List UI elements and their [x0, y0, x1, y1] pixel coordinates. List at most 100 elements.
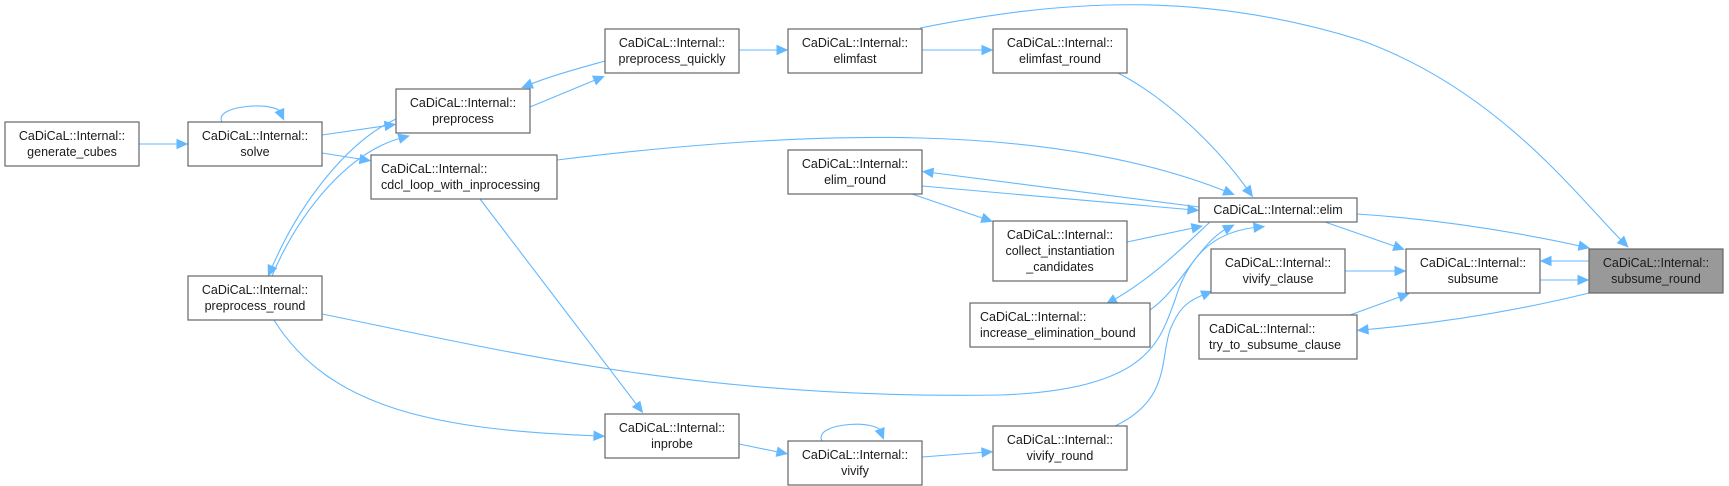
node-box[interactable] [787, 440, 923, 486]
edge-subsume-round-to-subsume [1539, 255, 1589, 267]
node-box[interactable] [370, 154, 558, 200]
edge-subsume-round-to-try-to-subsume-clause [1356, 292, 1590, 335]
node-cdcl-loop-with-inprocessing[interactable]: CaDiCaL::Internal::cdcl_loop_with_inproc… [370, 154, 558, 200]
node-label-line: vivify_clause [1243, 272, 1314, 286]
edge-line [529, 77, 601, 108]
edge-generate-cubes-to-solve [139, 138, 189, 150]
edge-elim-round-to-collect-instantiation-candidates [911, 193, 993, 223]
edge-line [1361, 292, 1590, 331]
node-label-line: subsume [1448, 272, 1499, 286]
node-box[interactable] [604, 413, 740, 459]
node-label-line: CaDiCaL::Internal:: [1603, 256, 1709, 270]
edge-elim-to-subsume [1324, 221, 1405, 251]
edge-vivify-to-vivify [820, 423, 885, 442]
edge-line [911, 193, 989, 221]
node-label-line: preprocess [432, 112, 494, 126]
nodes-layer: CaDiCaL::Internal::generate_cubesCaDiCaL… [4, 28, 1724, 486]
node-box[interactable] [187, 275, 323, 321]
node-box[interactable] [1210, 248, 1346, 294]
edge-subsume-to-subsume-round [1540, 274, 1590, 286]
edge-arrowhead-icon [981, 447, 994, 458]
edge-collect-instantiation-candidates-to-elim [1126, 223, 1204, 243]
node-box[interactable] [604, 28, 740, 74]
edge-line [269, 118, 397, 273]
edge-solve-to-cdcl-loop-with-inprocessing [321, 152, 372, 165]
node-box[interactable] [395, 88, 531, 134]
node-preprocess-quickly[interactable]: CaDiCaL::Internal::preprocess_quickly [604, 28, 740, 74]
edge-preprocess-round-to-inprobe [273, 319, 606, 442]
node-elimfast-round[interactable]: CaDiCaL::Internal::elimfast_round [992, 28, 1128, 74]
edge-preprocess-quickly-to-preprocess [521, 60, 606, 89]
node-generate-cubes[interactable]: CaDiCaL::Internal::generate_cubes [4, 121, 140, 167]
node-box[interactable] [992, 425, 1128, 471]
edge-arrowhead-icon [591, 75, 605, 86]
node-subsume-round[interactable]: CaDiCaL::Internal::subsume_round [1588, 248, 1724, 294]
edge-line [738, 443, 784, 454]
edge-arrowhead-icon [383, 120, 397, 132]
edge-line [921, 451, 989, 458]
edge-arrowhead-icon [593, 430, 606, 442]
node-box[interactable] [992, 220, 1128, 282]
edge-line [820, 423, 883, 442]
node-elim[interactable]: CaDiCaL::Internal::elim [1198, 197, 1358, 223]
edge-arrowhead-icon [1397, 292, 1410, 303]
node-label-line: cdcl_loop_with_inprocessing [381, 178, 540, 192]
node-box[interactable] [4, 121, 140, 167]
edges-layer [139, 4, 1629, 458]
node-inprobe[interactable]: CaDiCaL::Internal::inprobe [604, 413, 740, 459]
node-collect-instantiation-candidates[interactable]: CaDiCaL::Internal::collect_instantiation… [992, 220, 1128, 282]
edge-elim-to-elim-round [921, 167, 1200, 208]
edge-arrowhead-icon [176, 138, 189, 150]
node-box[interactable] [969, 302, 1151, 348]
node-box[interactable] [787, 28, 923, 74]
edge-line [1349, 294, 1406, 316]
node-vivify-clause[interactable]: CaDiCaL::Internal::vivify_clause [1210, 248, 1346, 294]
node-preprocess[interactable]: CaDiCaL::Internal::preprocess [395, 88, 531, 134]
node-increase-elimination-bound[interactable]: CaDiCaL::Internal::increase_elimination_… [969, 302, 1151, 348]
node-label-line: CaDiCaL::Internal:: [802, 448, 908, 462]
edge-arrowhead-icon [1190, 223, 1204, 234]
node-label-line: vivify_round [1027, 449, 1094, 463]
node-vivify-round[interactable]: CaDiCaL::Internal::vivify_round [992, 425, 1128, 471]
node-try-to-subsume-clause[interactable]: CaDiCaL::Internal::try_to_subsume_clause [1198, 314, 1358, 360]
edge-line [921, 185, 1195, 211]
edge-line [919, 4, 1626, 245]
edge-arrowhead-icon [1253, 222, 1266, 233]
node-label-line: solve [240, 145, 269, 159]
node-box[interactable] [1198, 197, 1358, 223]
edge-line [321, 124, 392, 136]
node-box[interactable] [1198, 314, 1358, 360]
edge-solve-to-preprocess [321, 120, 397, 136]
node-box[interactable] [992, 28, 1128, 74]
edge-line [479, 198, 641, 410]
node-label-line: subsume_round [1611, 272, 1701, 286]
node-preprocess-round[interactable]: CaDiCaL::Internal::preprocess_round [187, 275, 323, 321]
edge-arrowhead-icon [980, 212, 993, 223]
edge-elimfast-round-to-elim [1117, 72, 1254, 198]
edge-cdcl-loop-with-inprocessing-to-inprobe [479, 198, 644, 414]
edge-elim-round-to-elim [921, 185, 1200, 215]
node-box[interactable] [1588, 248, 1724, 294]
node-vivify[interactable]: CaDiCaL::Internal::vivify [787, 440, 923, 486]
edge-arrowhead-icon [1616, 235, 1629, 248]
node-box[interactable] [1405, 248, 1541, 294]
node-label-line: generate_cubes [27, 145, 117, 159]
edge-elim-to-subsume-round [1356, 213, 1591, 251]
node-elimfast[interactable]: CaDiCaL::Internal::elimfast [787, 28, 923, 74]
node-solve[interactable]: CaDiCaL::Internal::solve [187, 121, 323, 167]
node-box[interactable] [187, 121, 323, 167]
node-elim-round[interactable]: CaDiCaL::Internal::elim_round [787, 149, 923, 195]
node-subsume[interactable]: CaDiCaL::Internal::subsume [1405, 248, 1541, 294]
edge-line [1324, 221, 1401, 249]
node-box[interactable] [787, 149, 923, 195]
edge-line [1126, 226, 1199, 243]
edge-arrowhead-icon [397, 133, 411, 144]
node-label-line: CaDiCaL::Internal::elim [1213, 203, 1342, 217]
edge-line [271, 136, 406, 277]
edge-elimfast-to-subsume-round [919, 4, 1629, 248]
edge-line [525, 60, 606, 87]
node-label-line: CaDiCaL::Internal:: [1225, 256, 1331, 270]
edge-preprocess-quickly-to-elimfast [739, 44, 789, 56]
node-label-line: CaDiCaL::Internal:: [410, 96, 516, 110]
